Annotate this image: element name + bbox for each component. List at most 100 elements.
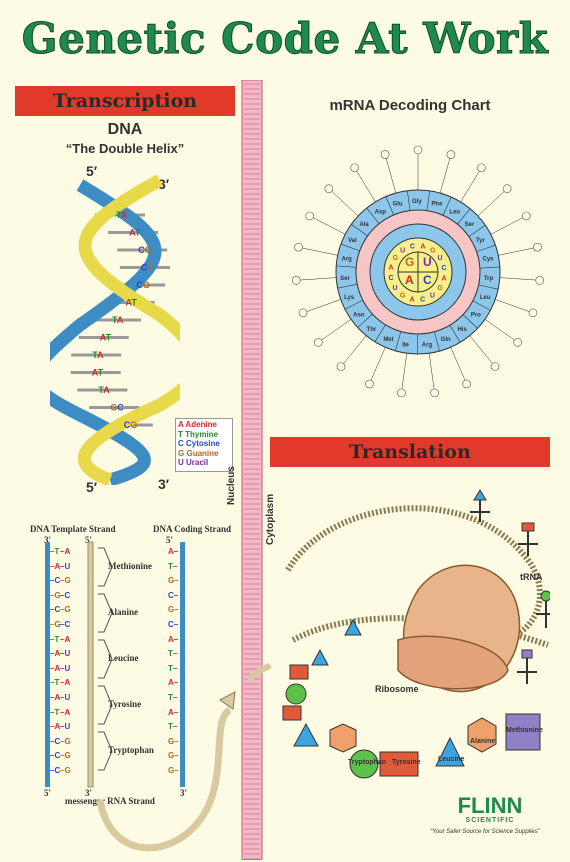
coding-base: T–: [168, 663, 178, 673]
helix-bottom-left-end: 5′: [86, 479, 98, 495]
coding-strand-backbone: [180, 542, 185, 787]
wheel-second-base-label: C: [442, 265, 447, 272]
legend-item-uracil: U Uracil: [178, 458, 209, 468]
template-base: –G: [50, 620, 61, 629]
structure-icon: [380, 150, 390, 159]
mrna-base: –A: [60, 547, 71, 556]
mrna-base: –U: [60, 561, 71, 571]
structure-icon: [336, 362, 346, 371]
dna-title: DNA: [107, 121, 143, 138]
structure-icon: [513, 338, 522, 347]
wheel-amino-label: Asn: [353, 313, 365, 319]
structure-spoke: [469, 335, 493, 364]
wheel-amino-label: Thr: [367, 327, 377, 333]
structure-icon: [314, 338, 323, 347]
template-base: –A: [50, 561, 61, 571]
wheel-first-base-label: U: [423, 255, 432, 269]
structure-icon: [535, 276, 545, 285]
legend-item-adenine: A Adenine: [178, 420, 217, 429]
coding-base: A–: [168, 678, 179, 688]
codon-label: Tryptophan: [108, 745, 154, 755]
coding-base: C–: [168, 620, 179, 629]
chain-tyrosine: [379, 751, 419, 777]
template-bottom-end: 5′: [44, 788, 52, 798]
helix-pair-label: CG: [141, 263, 155, 273]
codon-label: Alanine: [108, 607, 139, 617]
wheel-second-base-label: A: [389, 265, 394, 272]
wheel-second-base-label: U: [430, 293, 435, 300]
structure-spoke: [306, 299, 341, 312]
wheel-amino-label: Ser: [465, 222, 475, 228]
helix-pair-label: TA: [112, 315, 124, 325]
coding-base: C–: [168, 590, 179, 600]
mrna-strand-backbone: [87, 541, 94, 788]
chain-shapes: [282, 618, 541, 779]
chain-label-tryptophan: Tryptophan: [348, 759, 387, 766]
mrna-strand-label: messenger RNA Strand: [65, 796, 155, 806]
structure-spoke: [401, 353, 408, 389]
helix-top-left-end: 5′: [86, 163, 98, 179]
helix-pair-label: CG: [136, 280, 150, 290]
structure-icon: [446, 150, 456, 159]
wheel-amino-label: Trp: [484, 276, 494, 282]
mrna-base: –U: [60, 649, 71, 659]
wheel-amino-label: Ser: [340, 276, 350, 282]
legend-item-guanine: G Guanine: [178, 448, 219, 458]
wheel-second-base-label: A: [420, 244, 425, 251]
wheel-amino-label: Phe: [431, 202, 443, 208]
wheel-amino-label: Gln: [441, 337, 451, 343]
wheel-first-base-label: A: [405, 273, 414, 287]
wheel-amino-label: Arg: [342, 256, 353, 262]
structure-icon: [291, 276, 301, 285]
dna-subtitle: “The Double Helix”: [65, 141, 185, 156]
transcription-banner: Transcription: [15, 86, 235, 116]
structure-icon: [324, 184, 334, 194]
mrna-base: –A: [60, 707, 71, 717]
mrna-base: –A: [60, 678, 71, 688]
mrna-base: –G: [60, 576, 71, 586]
helix-pair-label: CG: [124, 420, 138, 430]
helix-pair-label: AT: [100, 333, 112, 343]
base-legend: A Adenine T Thymine C Cytosine G Guanine…: [175, 418, 233, 472]
coding-base: T–: [168, 649, 178, 659]
chain-label-alanine: Alanine: [470, 738, 496, 745]
legend-item-thymine: T Thymine: [178, 429, 219, 439]
wheel-amino-label: Leu: [449, 209, 460, 215]
template-base: –A: [50, 693, 61, 702]
wheel-second-base-label: G: [430, 248, 436, 255]
codon-bracket: [98, 731, 113, 771]
structure-icon: [462, 379, 471, 389]
coding-base: G–: [168, 751, 179, 761]
coding-base: A–: [168, 547, 179, 556]
structure-spoke: [439, 158, 451, 194]
coding-base: T–: [168, 722, 178, 732]
mrna-base: –U: [60, 663, 71, 673]
structure-icon: [477, 163, 486, 173]
transcription-strands: [45, 541, 185, 788]
template-base: –C: [50, 576, 61, 586]
wheel-amino-label: Glu: [393, 202, 403, 208]
helix-pair-label: TA: [98, 385, 110, 395]
structure-icon: [298, 308, 308, 318]
template-base: –A: [50, 663, 61, 673]
structure-icon: [528, 308, 538, 318]
template-strand-label: DNA Template Strand: [30, 524, 116, 534]
structure-spoke: [300, 277, 337, 281]
mrna-base: –U: [60, 693, 71, 702]
wheel-second-base-label: C: [420, 297, 425, 304]
coding-base: G–: [168, 736, 179, 746]
nucleus-label: Nucleus: [226, 466, 237, 505]
wheel-first-base-label: C: [423, 273, 432, 287]
mrna-base: –G: [60, 751, 71, 761]
page-title: Genetic Code At Work: [21, 14, 549, 64]
structure-icon: [430, 388, 439, 398]
codon-bracket: [98, 593, 113, 633]
structure-spoke: [370, 347, 386, 381]
wheel-amino-label: Gly: [412, 199, 422, 205]
codon-bracket: [98, 685, 113, 725]
wheel-amino-label: Tyr: [476, 238, 486, 244]
chain-label-methionine: Methionine: [506, 727, 543, 734]
template-base: –T: [50, 707, 60, 717]
